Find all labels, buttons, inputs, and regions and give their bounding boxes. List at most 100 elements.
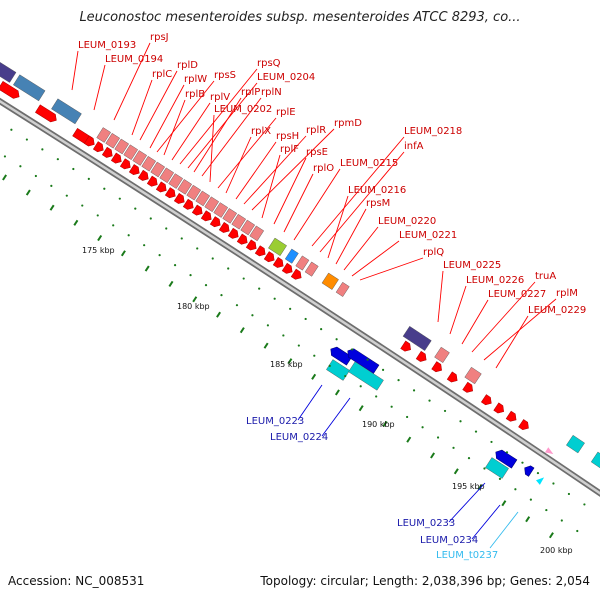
forward-gene-arrow: [191, 204, 203, 216]
forward-gene-label: LEUM_0229: [528, 305, 586, 316]
cog-block: [141, 155, 157, 172]
tick-mark: [239, 327, 245, 334]
cog-block: [335, 281, 350, 297]
tick-dot: [87, 177, 90, 180]
tick-mark: [2, 174, 8, 181]
forward-label-leader: [327, 195, 349, 259]
tick-dot: [165, 227, 168, 230]
reverse-label-leader: [448, 482, 486, 523]
tick-dot: [474, 430, 478, 433]
tick-dot: [313, 354, 316, 357]
tick-mark: [49, 204, 55, 211]
cog-block: [295, 255, 310, 271]
reverse-label-leader: [471, 504, 501, 540]
tick-dot: [514, 488, 517, 491]
tick-dot: [34, 174, 37, 178]
forward-gene-label: LEUM_0202: [214, 104, 272, 115]
tick-mark: [382, 420, 388, 427]
forward-label-leader: [251, 128, 335, 211]
tick-dot: [211, 257, 214, 260]
tick-mark: [358, 405, 364, 412]
forward-gene-arrow: [137, 169, 149, 181]
tick-dot: [359, 385, 362, 388]
cog-block: [168, 173, 184, 189]
forward-gene-arrow: [415, 350, 427, 362]
forward-gene-label: rpsM: [366, 198, 390, 209]
tick-dot: [266, 324, 269, 327]
tick-dot: [96, 214, 99, 217]
cog-block: [434, 346, 450, 363]
tick-mark: [311, 373, 317, 380]
cog-block: [213, 202, 229, 218]
forward-label-leader: [225, 136, 252, 194]
forward-gene-label: rpmD: [334, 118, 362, 129]
tick-dot: [366, 358, 369, 361]
forward-gene-label: rplV: [210, 92, 230, 103]
tick-mark: [192, 296, 198, 303]
forward-gene-label: LEUM_0204: [257, 72, 315, 83]
tick-mark: [525, 516, 531, 523]
tick-dot: [335, 338, 338, 341]
reverse-label-leader: [321, 397, 351, 437]
tick-dot: [56, 158, 59, 161]
tick-dot: [344, 374, 347, 378]
forward-gene-arrow: [281, 262, 293, 274]
forward-gene-label: rpsJ: [150, 32, 169, 43]
tick-dot: [459, 420, 462, 423]
cog-block: [150, 161, 166, 178]
tick-dot: [50, 184, 53, 187]
tick-dot: [242, 277, 245, 280]
forward-label-leader: [351, 240, 400, 277]
tick-mark: [548, 532, 554, 539]
tick-dot: [81, 204, 84, 207]
forward-gene-arrow: [245, 239, 257, 251]
forward-gene-label: rplD: [177, 60, 198, 71]
forward-gene-label: rplM: [556, 288, 578, 299]
forward-gene-label: rplR: [306, 125, 326, 136]
forward-label-leader: [71, 50, 79, 91]
trna-gene-label: LEUM_t0237: [436, 550, 498, 561]
tick-dot: [505, 451, 509, 454]
tick-mark: [477, 484, 483, 491]
forward-gene-arrow: [83, 135, 95, 147]
tick-dot: [258, 287, 261, 290]
forward-label-leader: [359, 257, 424, 281]
forward-label-leader: [163, 99, 186, 156]
tick-dot: [204, 284, 208, 287]
reverse-cog-block: [326, 359, 350, 381]
tick-dot: [412, 389, 416, 392]
forward-gene-label: rplO: [313, 163, 334, 174]
tick-dot: [397, 378, 400, 382]
summary-text: Topology: circular; Length: 2,038,396 bp…: [260, 574, 590, 588]
forward-gene-arrow: [431, 361, 442, 373]
reverse-label-leader: [297, 384, 323, 421]
cog-block: [96, 127, 111, 143]
forward-label-leader: [193, 97, 242, 173]
forward-gene-label: rpsH: [276, 131, 299, 142]
forward-gene-arrow: [128, 164, 140, 176]
reverse-gene-label: LEUM_0224: [270, 432, 328, 443]
tick-dot: [320, 327, 323, 331]
cog-block: [195, 190, 211, 207]
tick-dot: [521, 461, 524, 464]
tick-mark: [453, 468, 459, 475]
tick-dot: [529, 498, 532, 501]
cog-block: [321, 272, 339, 290]
forward-gene-arrow: [0, 80, 20, 99]
forward-gene-label: LEUM_0220: [378, 216, 436, 227]
forward-label-leader: [171, 102, 211, 161]
kbp-label: 185 kbp: [270, 360, 303, 369]
tick-dot: [351, 348, 354, 351]
tick-dot: [452, 446, 455, 449]
tick-mark: [287, 358, 293, 365]
cog-block: [268, 237, 287, 256]
cog-block: [222, 208, 238, 224]
kbp-label: 195 kbp: [452, 482, 485, 491]
forward-gene-arrow: [518, 419, 529, 430]
forward-gene-label: rpsS: [214, 70, 236, 81]
tick-dot: [576, 529, 579, 533]
forward-gene-arrow: [218, 222, 230, 233]
trna-label-leader: [489, 511, 519, 549]
forward-label-leader: [319, 151, 405, 253]
tick-dot: [536, 471, 540, 475]
